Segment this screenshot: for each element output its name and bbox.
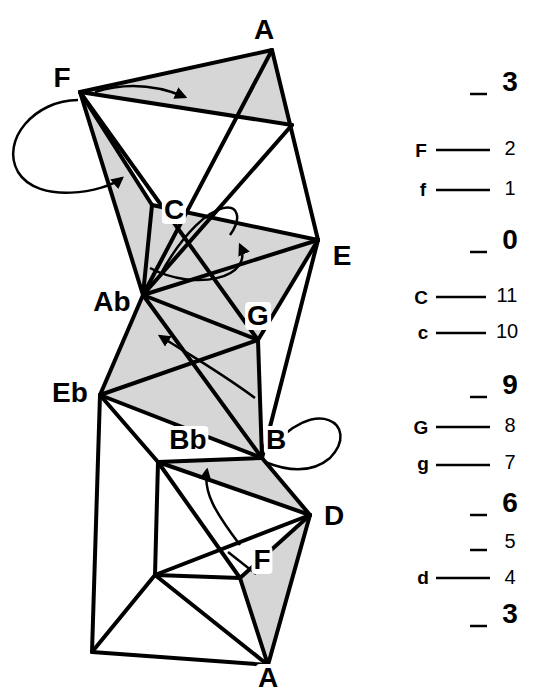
scale-number: 0 [502, 226, 518, 254]
vertex-label: G [245, 302, 271, 330]
scale-number: 5 [504, 531, 515, 551]
scale-letter: f [420, 180, 426, 199]
scale-number: 4 [504, 567, 515, 587]
vertex-label: A [256, 664, 280, 692]
scale-number: 6 [502, 489, 518, 517]
vertex-label: F [251, 546, 272, 574]
vertex-label: E [331, 242, 354, 270]
vertex-label: Eb [50, 379, 90, 407]
scale-number: 8 [504, 415, 515, 435]
scale-letter: d [417, 568, 429, 587]
vertex-label: F [51, 64, 72, 92]
edges-of-solids [80, 50, 318, 665]
scale-number: 3 [502, 600, 518, 628]
scale-letter: C [414, 288, 428, 307]
motion-arrows [13, 86, 340, 574]
shaded-faces [80, 50, 318, 665]
scale-ticks [436, 94, 490, 626]
scale-letter: G [414, 418, 429, 437]
scale-letter: c [418, 323, 429, 342]
vertex-label: C [162, 196, 186, 224]
scale-number: 11 [497, 285, 518, 305]
scale-number: 7 [504, 452, 515, 472]
scale-number: 1 [504, 178, 515, 198]
scale-number: 3 [502, 68, 518, 96]
vertex-label: A [252, 16, 276, 44]
scale-number: 10 [496, 321, 518, 341]
vertex-label: Ab [91, 288, 132, 316]
vertex-label: B [264, 426, 288, 454]
vertex-label: Bb [167, 426, 208, 454]
scale-number: 2 [504, 138, 515, 158]
scale-number: 9 [502, 371, 518, 399]
scale-letter: F [415, 141, 427, 160]
vertex-label: D [322, 502, 346, 530]
scale-letter: g [417, 454, 429, 473]
